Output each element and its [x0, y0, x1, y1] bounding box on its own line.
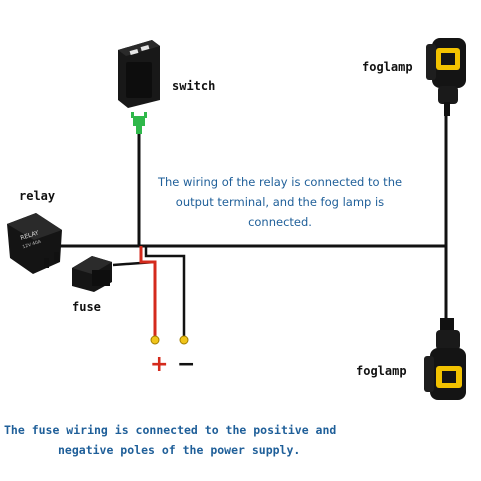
relay-marking-line2: 12V 40A [22, 238, 43, 250]
relay-icon: RELAY 12V 40A [7, 213, 62, 274]
foglamp-connector-bottom-icon [424, 318, 466, 400]
positive-pole-symbol: + [150, 352, 169, 377]
switch-connector-icon [131, 112, 147, 134]
fuse-wiring-note-line1: The fuse wiring is connected to the posi… [4, 423, 337, 437]
relay-wiring-note: The wiring of the relay is connected to … [157, 175, 403, 229]
fuse-wiring-note-line2: negative poles of the power supply. [58, 443, 301, 457]
foglamp-bottom-label: foglamp [356, 364, 407, 378]
switch-icon [118, 40, 160, 108]
fuse-wiring-note: The fuse wiring is connected to the posi… [4, 420, 474, 460]
relay-label: relay [19, 189, 56, 203]
negative-terminal [179, 335, 189, 345]
fuse-holder-icon [72, 256, 112, 292]
positive-wire [139, 246, 157, 336]
positive-terminal [150, 335, 160, 345]
foglamp-connector-top-icon [426, 38, 466, 116]
wires [44, 115, 448, 336]
fuse-label: fuse [72, 300, 101, 314]
foglamp-top-label: foglamp [362, 60, 413, 74]
negative-pole-symbol: − [177, 352, 196, 377]
negative-wire [144, 246, 186, 336]
switch-label: switch [172, 79, 216, 93]
